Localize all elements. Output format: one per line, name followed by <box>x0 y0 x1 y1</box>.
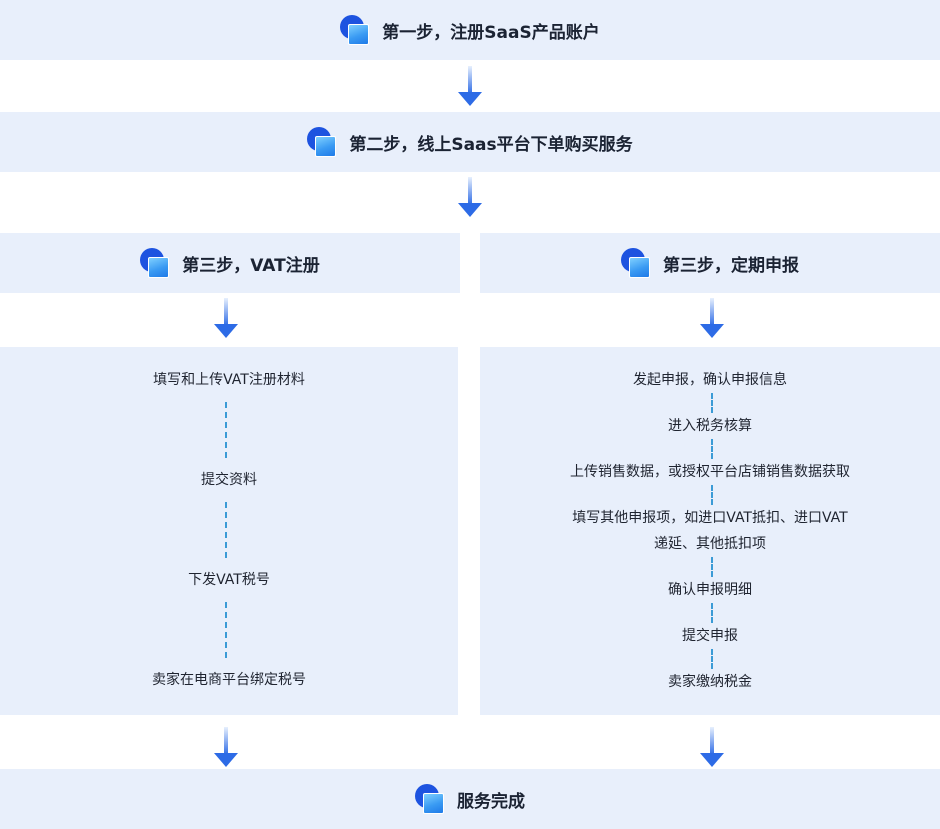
step1-title: 第一步，注册SaaS产品账户 <box>382 22 600 43</box>
list-item: 填写其他申报项，如进口VAT抵扣、进口VAT <box>572 510 848 526</box>
dashed-connector <box>711 485 713 505</box>
arrow-down-icon <box>700 727 724 767</box>
dashed-connector <box>225 602 227 658</box>
list-item: 进入税务核算 <box>668 418 752 434</box>
dashed-connector <box>711 439 713 459</box>
list-item: 确认申报明细 <box>668 582 752 598</box>
list-item: 填写和上传VAT注册材料 <box>153 372 305 388</box>
saas-logo-icon <box>621 248 651 278</box>
step3-right-title: 第三步，定期申报 <box>663 255 799 276</box>
list-item: 发起申报，确认申报信息 <box>633 372 787 388</box>
saas-logo-icon <box>415 784 445 814</box>
list-item: 下发VAT税号 <box>188 572 270 588</box>
step3-left-band: 第三步，VAT注册 <box>0 233 460 293</box>
dashed-connector <box>711 649 713 669</box>
final-title: 服务完成 <box>457 791 525 812</box>
list-item: 上传销售数据，或授权平台店铺销售数据获取 <box>570 464 850 480</box>
dashed-connector <box>711 603 713 623</box>
step1-band: 第一步，注册SaaS产品账户 <box>0 0 940 60</box>
step2-band: 第二步，线上Saas平台下单购买服务 <box>0 112 940 172</box>
arrow-down-icon <box>214 727 238 767</box>
list-item: 提交资料 <box>201 472 257 488</box>
list-item: 递延、其他抵扣项 <box>654 536 766 552</box>
step3-left-title: 第三步，VAT注册 <box>182 255 320 276</box>
step3-right-band: 第三步，定期申报 <box>480 233 940 293</box>
arrow-down-icon <box>700 298 724 338</box>
periodic-filing-panel: 发起申报，确认申报信息 进入税务核算 上传销售数据，或授权平台店铺销售数据获取 … <box>480 347 940 715</box>
dashed-connector <box>225 402 227 458</box>
dashed-connector <box>225 502 227 558</box>
list-item: 卖家缴纳税金 <box>668 674 752 690</box>
arrow-down-icon <box>458 66 482 106</box>
arrow-down-icon <box>214 298 238 338</box>
saas-logo-icon <box>307 127 337 157</box>
final-band: 服务完成 <box>0 769 940 829</box>
list-item: 卖家在电商平台绑定税号 <box>152 672 306 688</box>
arrow-down-icon <box>458 177 482 217</box>
list-item: 提交申报 <box>682 628 738 644</box>
vat-registration-panel: 填写和上传VAT注册材料 提交资料 下发VAT税号 卖家在电商平台绑定税号 <box>0 347 458 715</box>
saas-logo-icon <box>340 15 370 45</box>
dashed-connector <box>711 557 713 577</box>
step2-title: 第二步，线上Saas平台下单购买服务 <box>349 134 633 155</box>
saas-logo-icon <box>140 248 170 278</box>
dashed-connector <box>711 393 713 413</box>
